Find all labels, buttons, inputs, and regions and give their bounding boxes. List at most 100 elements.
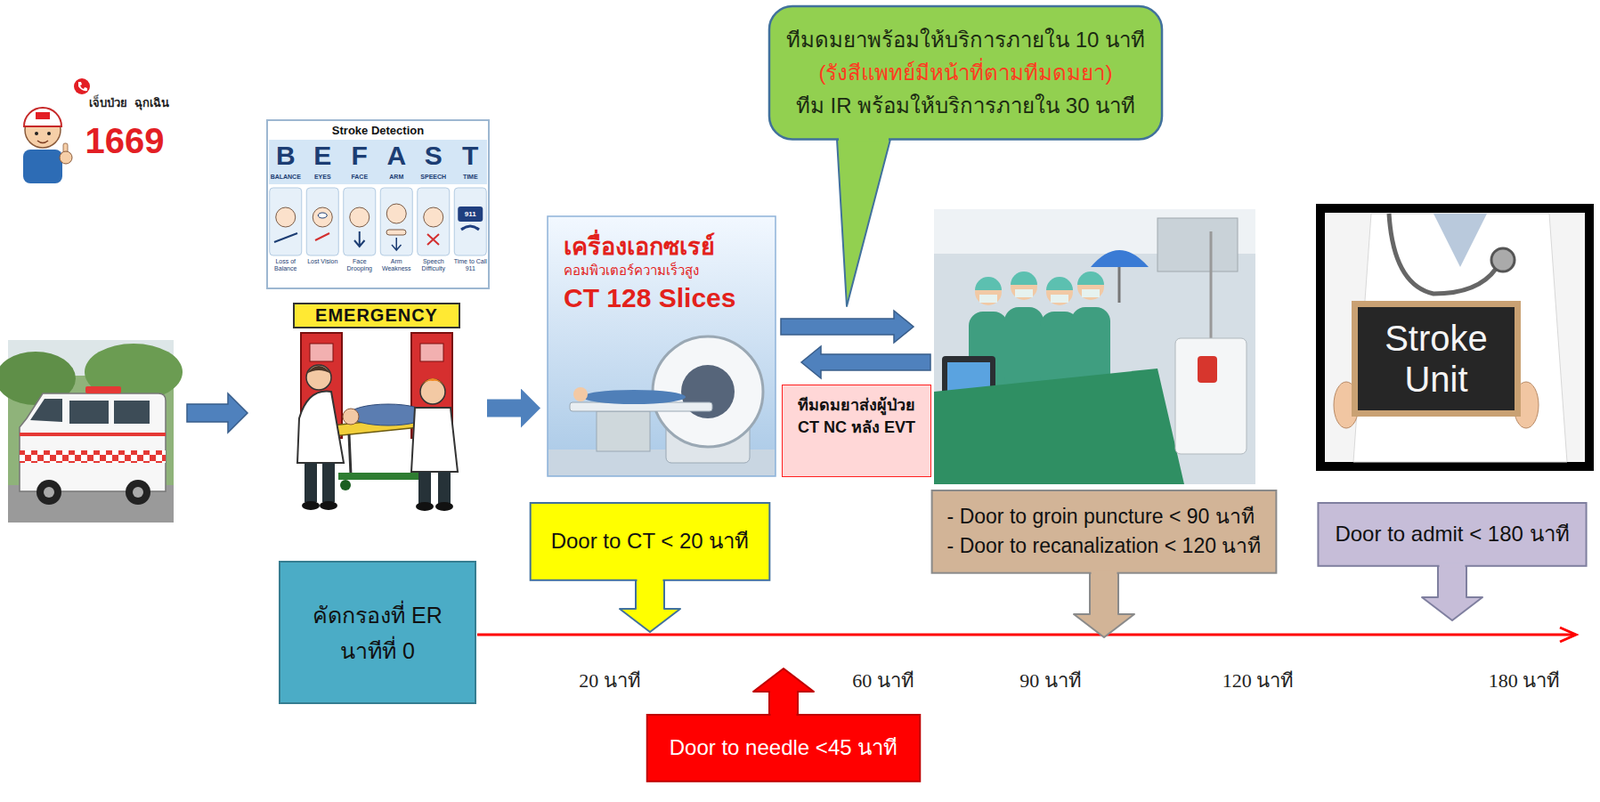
box-outline <box>647 714 921 782</box>
speech-bubble-outline <box>769 6 1162 307</box>
ambulance-photo <box>30 398 63 423</box>
node-text: (รังสีแพทย์มีหน้าที่ตามทีมดมยา) <box>786 56 1146 90</box>
befast-letter: E <box>304 140 341 171</box>
phone-number: 911 <box>457 210 483 220</box>
timeline-tick-label: 90 นาที <box>997 669 1105 693</box>
emergency-cartoon <box>306 365 332 390</box>
befast-poster <box>386 203 407 224</box>
befast-word: ARM <box>378 173 415 181</box>
box-outline <box>530 503 771 581</box>
angio-room-photo <box>1050 294 1069 303</box>
node-text: คอมพิวเตอร์ความเร็วสูง <box>563 262 776 280</box>
er-illustration: EMERGENCY <box>273 300 480 516</box>
ct-scanner-picture <box>582 389 686 405</box>
befast-poster <box>276 207 296 228</box>
hotline-logo <box>37 140 49 144</box>
emergency-cartoon <box>420 343 444 362</box>
flow-arrow <box>801 346 931 379</box>
pointer <box>619 580 681 633</box>
befast-word: TIME <box>452 173 489 181</box>
stroke-unit-photo <box>1353 213 1568 463</box>
befast-poster <box>306 187 339 256</box>
node-text: ทีมดมยาส่งผู้ป่วย CT NC หลัง EVT <box>789 394 924 439</box>
hotline-logo <box>47 131 51 136</box>
befast-letter: A <box>378 140 415 171</box>
emergency-cartoon <box>411 407 458 472</box>
befast-poster <box>427 234 439 245</box>
pointer <box>1421 566 1483 621</box>
emergency-cartoon <box>340 479 351 491</box>
callout-arrow: Door to needle <45 นาที <box>646 714 922 783</box>
angio-room-photo <box>1197 356 1218 383</box>
angio-room-photo <box>1015 289 1033 298</box>
befast-poster <box>457 206 483 222</box>
angio-room-photo <box>1118 267 1121 303</box>
hotline-number: 1669 <box>78 119 171 163</box>
angio-room-photo <box>1077 271 1105 285</box>
angio-room-photo <box>1157 218 1238 272</box>
befast-poster <box>423 207 444 228</box>
angio-room-photo <box>1046 276 1073 291</box>
befast-word: BALANCE <box>267 173 304 181</box>
ct-scanner-picture <box>573 387 588 402</box>
befast-caption: Speech Difficulty <box>414 258 452 274</box>
befast-caption: Lost Vision <box>304 258 342 266</box>
befast-letter: T <box>452 140 488 171</box>
emergency-cartoon <box>322 462 335 503</box>
callout-arrow: Door to admit < 180 นาที <box>1316 502 1587 568</box>
emergency-cartoon <box>338 472 431 480</box>
befast-poster <box>268 139 488 185</box>
node-text: ทีม IR พร้อมให้บริการภายใน 30 นาที <box>786 89 1146 122</box>
emergency-cartoon <box>349 425 421 475</box>
angio-room-photo <box>1175 338 1247 455</box>
emergency-cartoon <box>309 343 333 362</box>
angio-room-photo <box>934 209 1256 485</box>
emergency-cartoon <box>438 471 451 504</box>
befast-poster <box>317 212 327 219</box>
speech-bubble: ทีมดมยาพร้อมให้บริการภายใน 10 นาที(รังสี… <box>768 5 1163 141</box>
callout-arrow: - Door to groin puncture < 90 นาที- Door… <box>931 489 1278 575</box>
flow-connector <box>487 399 521 418</box>
pointer <box>836 139 891 307</box>
ambulance-photo <box>19 432 166 437</box>
hotline-logo <box>23 78 90 184</box>
ambulance-photo <box>19 450 166 463</box>
hotline-logo <box>78 81 88 91</box>
ct-scanner-picture <box>652 336 764 447</box>
befast-word: EYES <box>304 173 342 181</box>
joint-fill <box>637 577 664 583</box>
befast-poster <box>267 120 489 289</box>
stroke-unit-photo <box>1388 213 1496 294</box>
callout-outline <box>932 490 1277 638</box>
timeline-tick-label: 20 นาที <box>556 669 664 693</box>
joint-fill <box>771 713 797 718</box>
callout-outline <box>530 503 771 633</box>
node-outlines <box>530 6 1587 782</box>
ct-scanner-picture <box>596 411 650 452</box>
ambulance-photo <box>84 343 183 401</box>
emergency-cartoon <box>301 501 320 511</box>
stroke-unit-photo <box>1320 208 1590 467</box>
emergency-cartoon <box>342 408 359 425</box>
befast-poster <box>386 229 407 236</box>
emergency-cartoon <box>297 391 344 463</box>
angio-room-photo <box>974 276 1002 291</box>
stroke-unit-photo <box>1320 208 1590 467</box>
logo-text: ฉุกเฉิน <box>129 96 173 111</box>
emergency-cartoon <box>304 462 317 503</box>
node-text: คัดกรองที่ ER นาทีที่ 0 <box>306 597 449 669</box>
node-text: Stroke Unit <box>1366 317 1506 400</box>
ambulance-photo <box>85 386 122 394</box>
box-outline <box>932 490 1277 574</box>
node-text: - Door to recanalization < 120 นาที <box>947 531 1262 561</box>
befast-poster <box>315 233 330 241</box>
ct-scanner-picture <box>547 216 776 477</box>
ambulance-photo <box>36 479 62 505</box>
timeline-axis <box>477 633 1575 637</box>
ambulance-photo <box>113 400 150 424</box>
hotline-logo <box>24 107 62 127</box>
start-box: คัดกรองที่ ER นาทีที่ 0 <box>278 560 477 705</box>
